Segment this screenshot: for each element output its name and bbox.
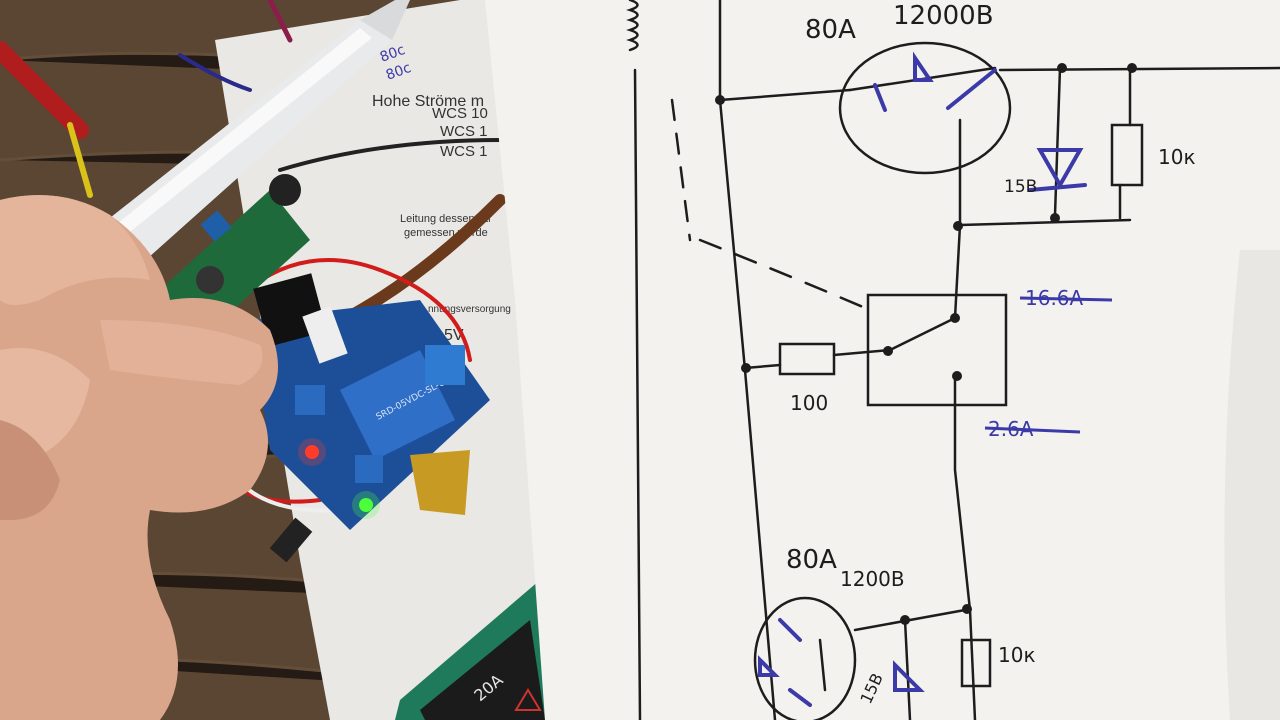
red-led-icon <box>305 445 319 459</box>
relay-box-symbol <box>866 293 1008 407</box>
bottom-thyristor-current-label: 80A <box>786 545 837 575</box>
schematic-paper <box>485 0 1280 720</box>
top-thyristor-voltage-label: 12000В <box>893 1 994 31</box>
gate-resistor-symbol <box>778 342 836 376</box>
hand <box>0 195 278 720</box>
top-resistor-label: 10к <box>1158 145 1196 169</box>
relay-module: SRD-05VDC-SL-C <box>250 273 490 530</box>
printed-line-3: nnungsversorgung <box>428 304 511 315</box>
top-zener-icon <box>1036 148 1084 190</box>
gate-resistor-label: 100 <box>790 391 828 415</box>
blue-ink-marks <box>758 51 1087 707</box>
green-led-icon <box>359 498 373 512</box>
top-thyristor-current-label: 80A <box>805 15 856 45</box>
top-thyristor-symbol <box>838 41 1012 175</box>
bottom-thyristor-voltage-label: 1200В <box>840 567 905 591</box>
buzzer-icon <box>196 266 224 294</box>
top-zener-label: 15В <box>1004 177 1037 197</box>
schematic-drawing <box>626 0 1280 720</box>
printed-sensor-3: WCS 1 <box>440 143 488 160</box>
printed-sensor-2: WCS 1 <box>440 123 488 140</box>
bottom-thyristor-symbol <box>753 596 857 720</box>
multimeter: 20A <box>395 580 560 720</box>
printed-heading: Hohe Ströme m <box>372 93 484 110</box>
bottom-resistor-label: 10к <box>998 643 1036 667</box>
bottom-zener-icon <box>893 660 925 692</box>
node-dots <box>715 63 1137 625</box>
printed-sensor-1: WCS 10 <box>432 105 488 122</box>
bottom-resistor-symbol <box>960 638 992 688</box>
inductor-icon <box>626 0 639 52</box>
bottom-diode-icon <box>758 655 780 677</box>
top-resistor-symbol <box>1110 123 1144 187</box>
capacitor-icon <box>269 517 313 563</box>
